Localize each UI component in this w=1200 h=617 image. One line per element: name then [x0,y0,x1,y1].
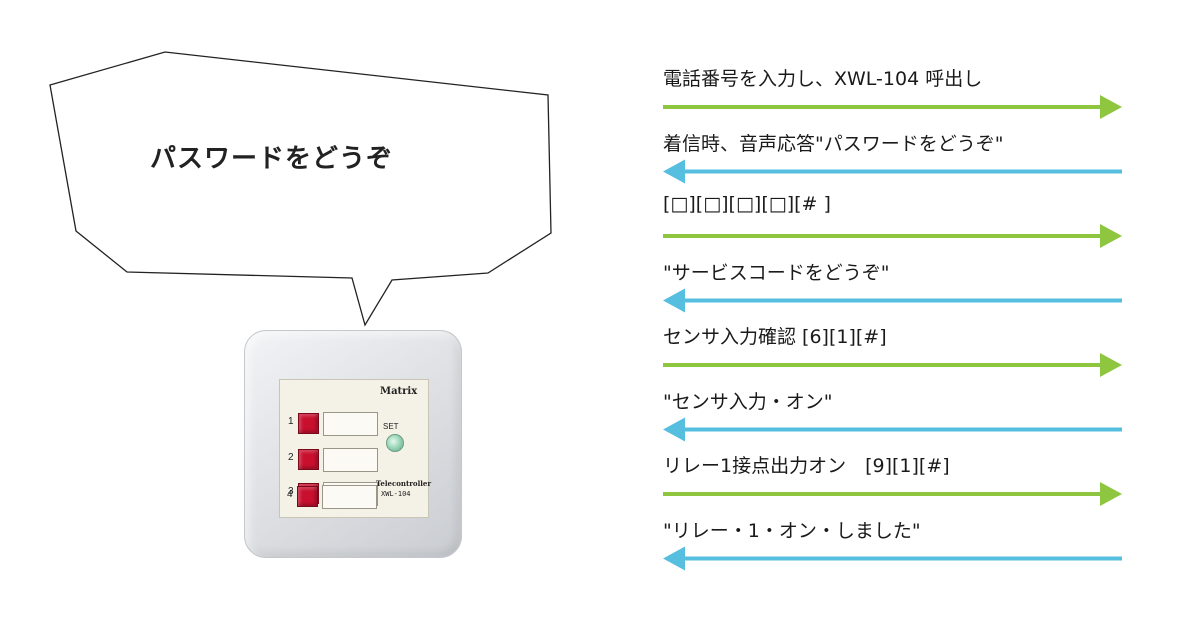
arrow-left [663,288,1122,313]
red-button[interactable] [298,449,319,470]
sequence-step-text: "リレー・1・オン・しました" [663,519,921,542]
arrow-left [663,159,1122,184]
arrow-right [663,95,1122,119]
button-number: 2 [288,452,294,463]
button-number: 1 [288,416,294,427]
speech-bubble-outline [49,51,552,327]
red-button[interactable] [298,413,319,434]
arrow-right [663,353,1122,377]
sequence-step-text: センサ入力確認 [6][1][#] [663,326,887,348]
arrow-head [663,417,685,442]
arrow-head [663,159,685,184]
speech-bubble [49,51,552,327]
model-name: Telecontroller [376,479,432,488]
sequence-step-text: リレー1接点出力オン [9][1][#] [663,455,950,477]
device-button-row: 2 [280,447,380,472]
sequence-step-text: 着信時、音声応答"パスワードをどうぞ" [663,132,1004,155]
set-label: SET [383,422,399,431]
sequence-step-text: 電話番号を入力し、XWL-104 呼出し [663,68,983,90]
arrow-head [1100,482,1122,506]
arrow-left [663,546,1122,571]
red-button[interactable] [297,486,318,507]
button-label-slot [322,485,377,509]
bubble-text: パスワードをどうぞ [150,144,394,174]
brand-label: Matrix [380,386,418,397]
button-label-slot [323,448,378,472]
device-button-row: 1 [280,411,380,436]
sequence-arrows [663,95,1122,571]
sequence-step-text: [□][□][□][□][# ] [663,193,831,215]
arrow-right [663,482,1122,506]
button-label-slot [323,412,378,436]
arrow-right [663,224,1122,248]
arrow-head [1100,95,1122,119]
arrow-head [1100,353,1122,377]
model-code: XWL-104 [381,490,411,498]
button-number: 4 [287,489,293,500]
arrow-left [663,417,1122,442]
button-number: 3 [288,486,294,497]
sequence-step-text: "センサ入力・オン" [663,390,833,413]
arrow-head [1100,224,1122,248]
sequence-step-text: "サービスコードをどうぞ" [663,261,890,284]
arrow-head [663,546,685,571]
set-led-button[interactable] [386,434,404,452]
telecontroller-device: Matrix 1 2 3 SET Telecontroller XWL-104 [244,330,462,558]
device-button-row: 4 [279,484,379,509]
arrow-head [663,288,685,313]
